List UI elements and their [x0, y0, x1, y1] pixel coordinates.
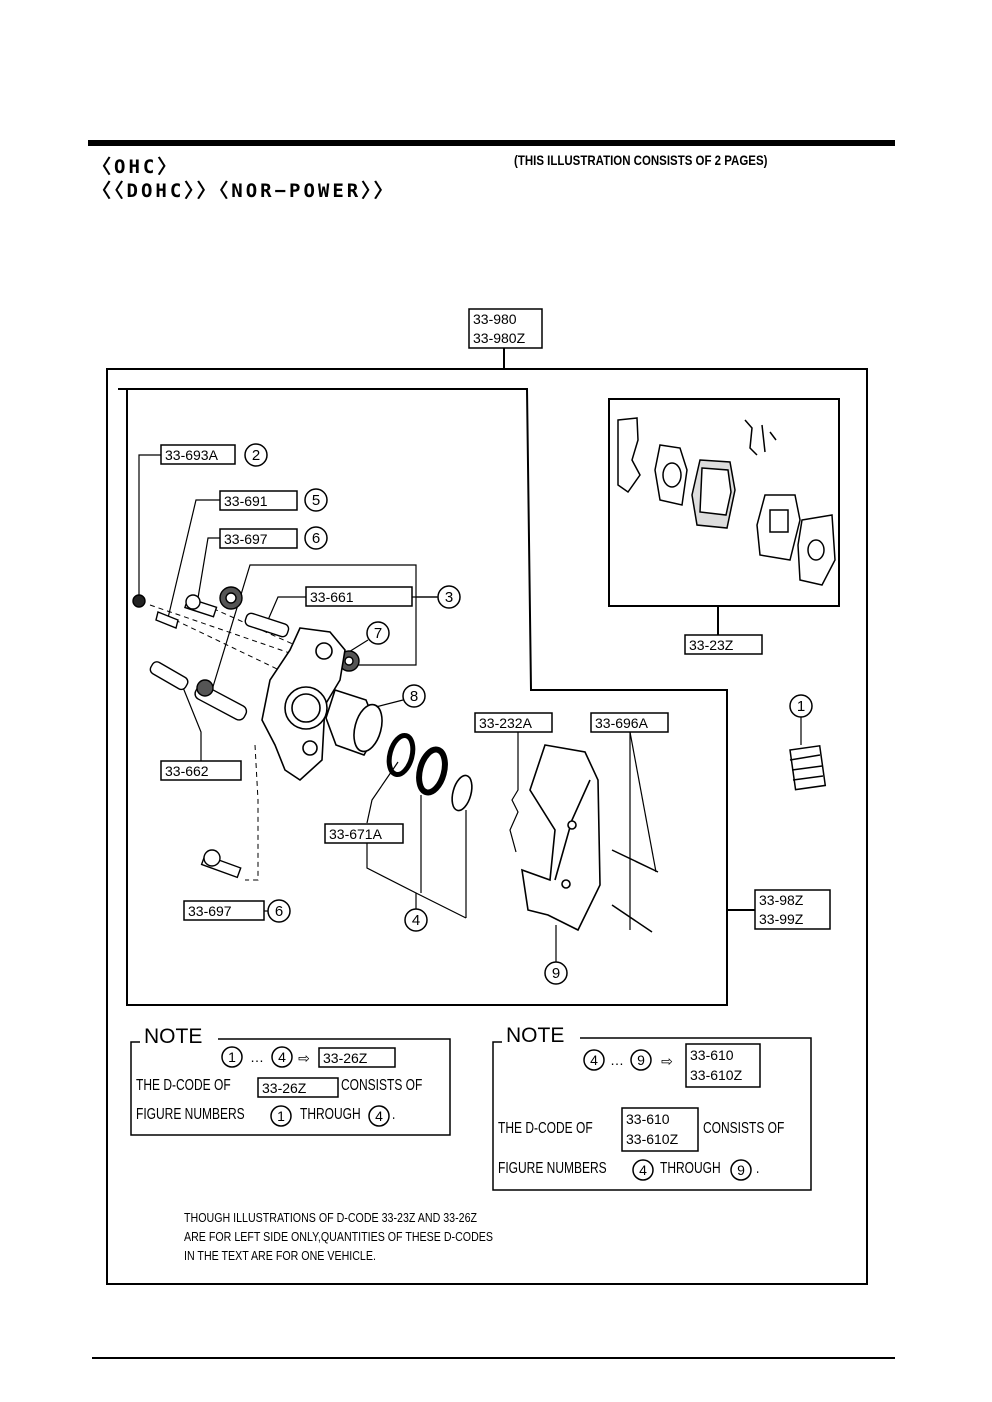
assembly-code-line1: 33-980 [473, 311, 517, 327]
note-right-text-c: FIGURE NUMBERS [498, 1160, 607, 1177]
note-left-range-end: 4 [278, 1049, 286, 1065]
header-variant: 〈〈DOHC〉〉〈NOR−POWER〉〉 [92, 180, 396, 202]
header-pages-note: (THIS ILLUSTRATION CONSISTS OF 2 PAGES) [514, 152, 768, 168]
note-left-code: 33-26Z [323, 1050, 368, 1066]
note-right-num-from: 4 [639, 1162, 647, 1178]
figure-number-1: 1 [797, 698, 805, 715]
note-right-arrow: ⇨ [661, 1053, 673, 1069]
figure-number-6-upper: 6 [312, 530, 320, 547]
note-left-text-b: CONSISTS OF [341, 1077, 423, 1094]
figure-number-6-lower: 6 [275, 903, 283, 920]
figure-number-4: 4 [412, 912, 420, 929]
part-label-33-696a: 33-696A [595, 715, 649, 731]
footnote: THOUGH ILLUSTRATIONS OF D-CODE 33-23Z AN… [184, 1208, 493, 1265]
footnote-line3: IN THE TEXT ARE FOR ONE VEHICLE. [184, 1248, 376, 1263]
note-right-range-end: 9 [637, 1052, 645, 1068]
figure-number-9: 9 [552, 965, 560, 982]
pins [611, 849, 659, 933]
note-left-text-c: FIGURE NUMBERS [136, 1106, 245, 1123]
part-label-33-697-lower: 33-697 [188, 903, 232, 919]
footer-rule [92, 1357, 895, 1359]
note-right-code-line2: 33-610Z [690, 1067, 743, 1083]
note-left-inline-code: 33-26Z [262, 1080, 307, 1096]
note-left-title: NOTE [144, 1025, 202, 1048]
assembly-code-box [468, 308, 543, 349]
side-code-line1: 33-98Z [759, 892, 804, 908]
note-left-num-to: 4 [375, 1108, 383, 1124]
piston [325, 688, 383, 756]
pad-kit-frame [608, 398, 840, 607]
part-label-33-23z: 33-23Z [689, 637, 734, 653]
outer-frame [106, 368, 868, 1285]
footnote-line1: THOUGH ILLUSTRATIONS OF D-CODE 33-23Z AN… [184, 1210, 478, 1225]
figure-number-2: 2 [252, 447, 260, 464]
part-label-33-661: 33-661 [310, 589, 354, 605]
side-code-box [754, 889, 831, 930]
figure-number-8: 8 [410, 688, 418, 705]
note-right-period: . [756, 1160, 760, 1177]
note-right-text-a: THE D-CODE OF [498, 1120, 593, 1137]
footnote-line2: ARE FOR LEFT SIDE ONLY,QUANTITIES OF THE… [184, 1229, 494, 1244]
part-label-33-232a: 33-232A [479, 715, 533, 731]
assembly-code-line2: 33-980Z [473, 330, 526, 346]
figure-number-5: 5 [312, 492, 320, 509]
seals [386, 732, 473, 812]
note-right-text-b: CONSISTS OF [703, 1120, 785, 1137]
note-right-code-line1: 33-610 [690, 1047, 734, 1063]
brake-pad [521, 744, 601, 932]
pad-kit-illustration [617, 417, 836, 586]
figure-number-3: 3 [445, 589, 453, 606]
header-engine: 〈OHC〉 [92, 156, 180, 178]
figure-number-7: 7 [374, 625, 382, 642]
part-label-33-691: 33-691 [224, 493, 268, 509]
side-code-line2: 33-99Z [759, 911, 804, 927]
anti-squeal-shim [789, 744, 827, 791]
note-left-period: . [392, 1106, 396, 1123]
note-right-inline-code-line1: 33-610 [626, 1111, 670, 1127]
caliper-body [261, 627, 346, 782]
note-left-num-from: 1 [277, 1108, 285, 1124]
note-right-inline-code-line2: 33-610Z [626, 1131, 679, 1147]
note-right-range-start: 4 [590, 1052, 598, 1068]
note-right-title: NOTE [506, 1024, 564, 1047]
note-right-text-d: THROUGH [660, 1160, 721, 1177]
note-right-num-to: 9 [737, 1162, 745, 1178]
note-left-text-d: THROUGH [300, 1106, 361, 1123]
note-left-dots: … [250, 1049, 264, 1065]
header-rule [88, 140, 895, 146]
part-label-33-693a: 33-693A [165, 447, 219, 463]
part-label-33-697-upper: 33-697 [224, 531, 268, 547]
note-left-text-a: THE D-CODE OF [136, 1077, 231, 1094]
caliper-region-frame [118, 388, 728, 1006]
note-right-dots: … [610, 1052, 624, 1068]
part-label-33-662: 33-662 [165, 763, 209, 779]
note-left-range-start: 1 [228, 1049, 236, 1065]
small-hardware [132, 586, 360, 879]
note-left-arrow: ⇨ [298, 1050, 310, 1066]
part-label-33-671a: 33-671A [329, 826, 383, 842]
